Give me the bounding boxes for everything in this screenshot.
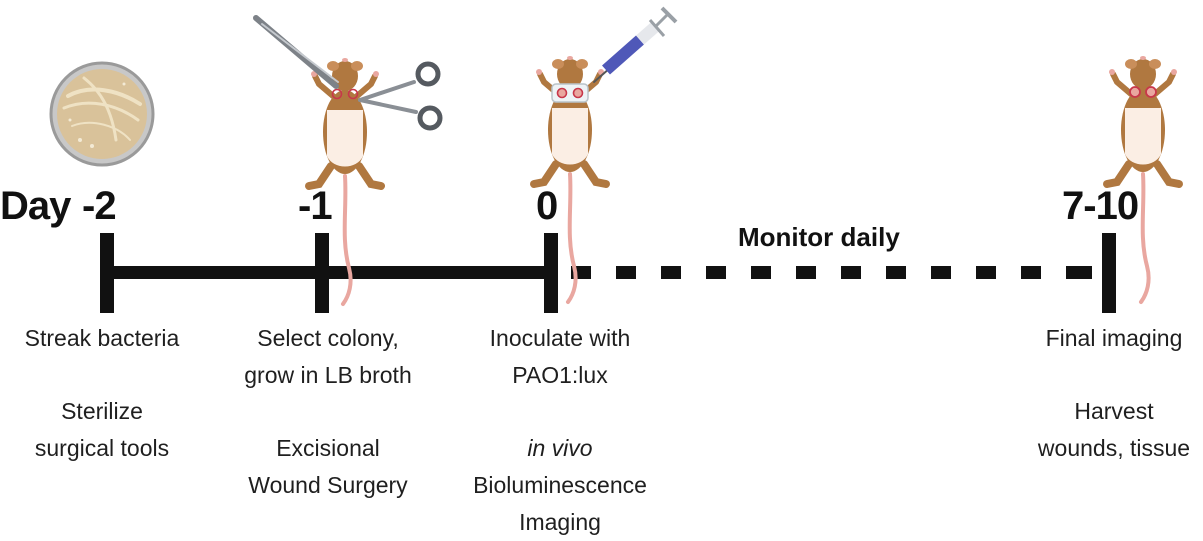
step-day-7-10: Final imaging Harvest wounds, tissue — [1026, 320, 1202, 467]
tick-day-minus1 — [315, 233, 329, 313]
tick-day-minus2 — [100, 233, 114, 313]
forceps-icon — [253, 15, 339, 89]
petri-dish-icon — [49, 61, 155, 167]
step-text: Wound Surgery — [248, 472, 408, 498]
step-text: Final imaging — [1045, 325, 1183, 351]
scissors-icon — [358, 61, 443, 131]
step-text: Streak bacteria — [24, 325, 180, 351]
step-day-minus1: Select colony, grow in LB broth Excision… — [218, 320, 438, 504]
step-text: PAO1:lux — [512, 362, 608, 388]
tick-day-7-10 — [1102, 233, 1116, 313]
step-text: in vivo — [527, 435, 593, 461]
step-day-minus2: Streak bacteria Sterilize surgical tools — [2, 320, 202, 467]
step-text: wounds, tissue — [1037, 435, 1191, 461]
monitor-daily-label: Monitor daily — [738, 222, 900, 252]
step-text: grow in LB broth — [244, 362, 412, 388]
step-text: Imaging — [519, 509, 601, 535]
day-minus2-label: -2 — [82, 184, 117, 228]
mouse-icon — [1107, 56, 1179, 302]
step-day-0: Inoculate with PAO1:lux in vivo Biolumin… — [450, 320, 670, 541]
syringe-icon — [593, 6, 678, 83]
step-text: Inoculate with — [489, 325, 631, 351]
step-text: surgical tools — [34, 435, 170, 461]
step-text: Excisional — [276, 435, 380, 461]
step-text: Select colony, — [257, 325, 399, 351]
day-heading: Day — [0, 184, 71, 228]
day-7-10-label: 7-10 — [1062, 184, 1139, 228]
day-minus1-label: -1 — [298, 184, 333, 228]
tick-day-0 — [544, 233, 558, 313]
step-text: Bioluminescence — [473, 472, 647, 498]
step-text: Harvest — [1074, 398, 1154, 424]
mouse-icon — [534, 56, 606, 302]
mouse-icon — [309, 58, 381, 304]
step-text: Sterilize — [61, 398, 143, 424]
timeline-dashed-segment — [571, 266, 1092, 279]
day-0-label: 0 — [536, 184, 558, 228]
